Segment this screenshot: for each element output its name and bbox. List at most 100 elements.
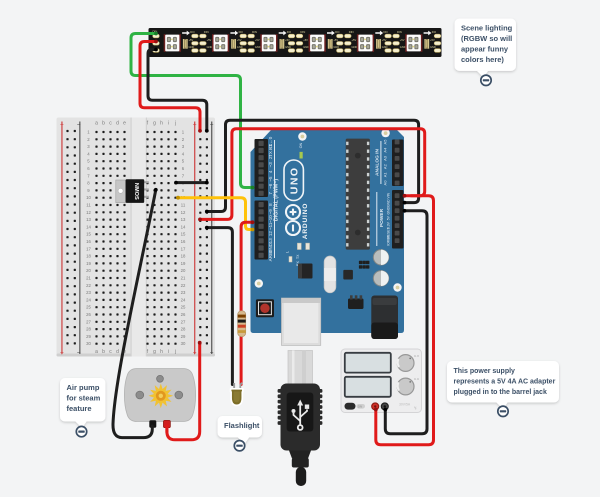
svg-text:GND: GND [333, 45, 339, 49]
svg-text:GND: GND [189, 45, 195, 49]
svg-text:10: 10 [86, 195, 91, 200]
svg-text:DO: DO [384, 30, 389, 34]
svg-text:TX→1: TX→1 [268, 144, 273, 157]
svg-text:C.C: C.C [414, 377, 420, 381]
svg-text:IOREF: IOREF [386, 235, 390, 245]
svg-text:7: 7 [268, 192, 273, 195]
svg-text:27: 27 [86, 319, 91, 324]
svg-text:25: 25 [181, 305, 186, 310]
svg-text:VIN: VIN [386, 192, 390, 198]
svg-text:28: 28 [86, 327, 91, 332]
svg-text:b: b [102, 121, 105, 127]
svg-text:a: a [95, 349, 98, 355]
svg-text:for steam: for steam [67, 394, 101, 403]
svg-text:A1: A1 [383, 172, 388, 178]
svg-text:GND: GND [382, 45, 388, 49]
svg-text:b: b [102, 349, 105, 355]
svg-text:29: 29 [181, 334, 186, 339]
svg-text:DIN: DIN [300, 30, 305, 34]
svg-text:12: 12 [86, 210, 91, 215]
svg-text:↯: ↯ [414, 406, 418, 411]
svg-text:5V: 5V [386, 215, 390, 220]
svg-text:11: 11 [86, 203, 91, 208]
svg-text:19: 19 [86, 261, 91, 266]
svg-text:A2: A2 [383, 163, 388, 169]
svg-text:DIN: DIN [153, 29, 158, 33]
svg-text:GND: GND [285, 45, 291, 49]
svg-text:23: 23 [86, 290, 91, 295]
svg-text:represents a 5V 4A AC adapter: represents a 5V 4A AC adapter [454, 379, 556, 386]
svg-text:16: 16 [86, 239, 91, 244]
svg-text:f: f [147, 349, 149, 355]
svg-text:DIGITAL (PWM~): DIGITAL (PWM~) [274, 179, 280, 222]
svg-text:d: d [116, 121, 119, 127]
svg-text:13: 13 [86, 217, 91, 222]
svg-text:GND: GND [400, 45, 406, 49]
svg-text:h: h [160, 121, 163, 127]
svg-text:7: 7 [182, 173, 185, 178]
svg-text:plugged in to the barrel jack: plugged in to the barrel jack [454, 389, 547, 396]
svg-text:1: 1 [87, 130, 90, 135]
svg-text:9: 9 [182, 188, 185, 193]
svg-text:DIN: DIN [397, 30, 402, 34]
svg-text:GND: GND [386, 206, 390, 214]
svg-text:GND: GND [237, 45, 243, 49]
svg-text:L: L [286, 251, 290, 253]
svg-text:C.V: C.V [414, 354, 419, 358]
svg-text:AREF: AREF [268, 249, 273, 261]
svg-text:d: d [116, 349, 119, 355]
svg-text:+: + [60, 350, 64, 357]
svg-text:UNO: UNO [288, 166, 300, 194]
svg-text:3.3V: 3.3V [386, 221, 390, 229]
svg-text:+: + [60, 121, 64, 128]
svg-text:19: 19 [181, 261, 186, 266]
svg-text:(RGBW so will: (RGBW so will [461, 34, 512, 43]
svg-text:8: 8 [268, 203, 273, 206]
svg-text:18: 18 [86, 254, 91, 259]
svg-text:3: 3 [182, 144, 185, 149]
svg-text:7: 7 [87, 173, 90, 178]
svg-text:A3: A3 [383, 155, 388, 161]
svg-text:Scene lighting: Scene lighting [461, 24, 513, 33]
svg-text:Air pump: Air pump [67, 383, 100, 392]
svg-text:c: c [109, 121, 112, 127]
svg-text:DO: DO [287, 30, 292, 34]
svg-text:NMOS: NMOS [133, 183, 139, 200]
svg-text:9: 9 [87, 188, 90, 193]
svg-text:+: + [193, 350, 197, 357]
svg-text:A5: A5 [383, 139, 388, 145]
svg-text:~11: ~11 [268, 222, 273, 230]
svg-text:22: 22 [181, 283, 186, 288]
svg-text:This power supply: This power supply [454, 368, 516, 375]
svg-text:8: 8 [87, 181, 90, 186]
svg-text:22: 22 [86, 283, 91, 288]
svg-text:~5: ~5 [268, 176, 273, 182]
svg-text:4: 4 [87, 151, 90, 156]
svg-text:3: 3 [87, 144, 90, 149]
svg-text:+5V: +5V [303, 38, 308, 42]
svg-text:30: 30 [181, 341, 186, 346]
svg-text:GND: GND [352, 45, 358, 49]
svg-text:GND: GND [268, 242, 273, 253]
svg-text:g: g [153, 349, 156, 355]
svg-text:25: 25 [86, 305, 91, 310]
svg-text:28: 28 [181, 327, 186, 332]
svg-text:h: h [160, 349, 163, 355]
svg-text:c: c [109, 349, 112, 355]
svg-text:14: 14 [181, 224, 186, 229]
svg-text:+5V: +5V [285, 38, 290, 42]
svg-text:+5V: +5V [352, 38, 357, 42]
svg-text:appear funny: appear funny [461, 45, 509, 54]
svg-text:DO: DO [432, 30, 437, 34]
svg-text:RX: RX [296, 261, 300, 266]
svg-text:6: 6 [87, 166, 90, 171]
svg-text:26: 26 [181, 312, 186, 317]
svg-text:DIN: DIN [204, 30, 209, 34]
svg-text:Flashlight: Flashlight [224, 421, 260, 430]
svg-text:+5V: +5V [430, 38, 435, 42]
svg-text:+5V: +5V [333, 38, 338, 42]
svg-text:e: e [123, 121, 126, 127]
svg-text:ON: ON [358, 405, 362, 409]
svg-text:−: − [77, 350, 81, 357]
svg-text:14: 14 [86, 224, 91, 229]
